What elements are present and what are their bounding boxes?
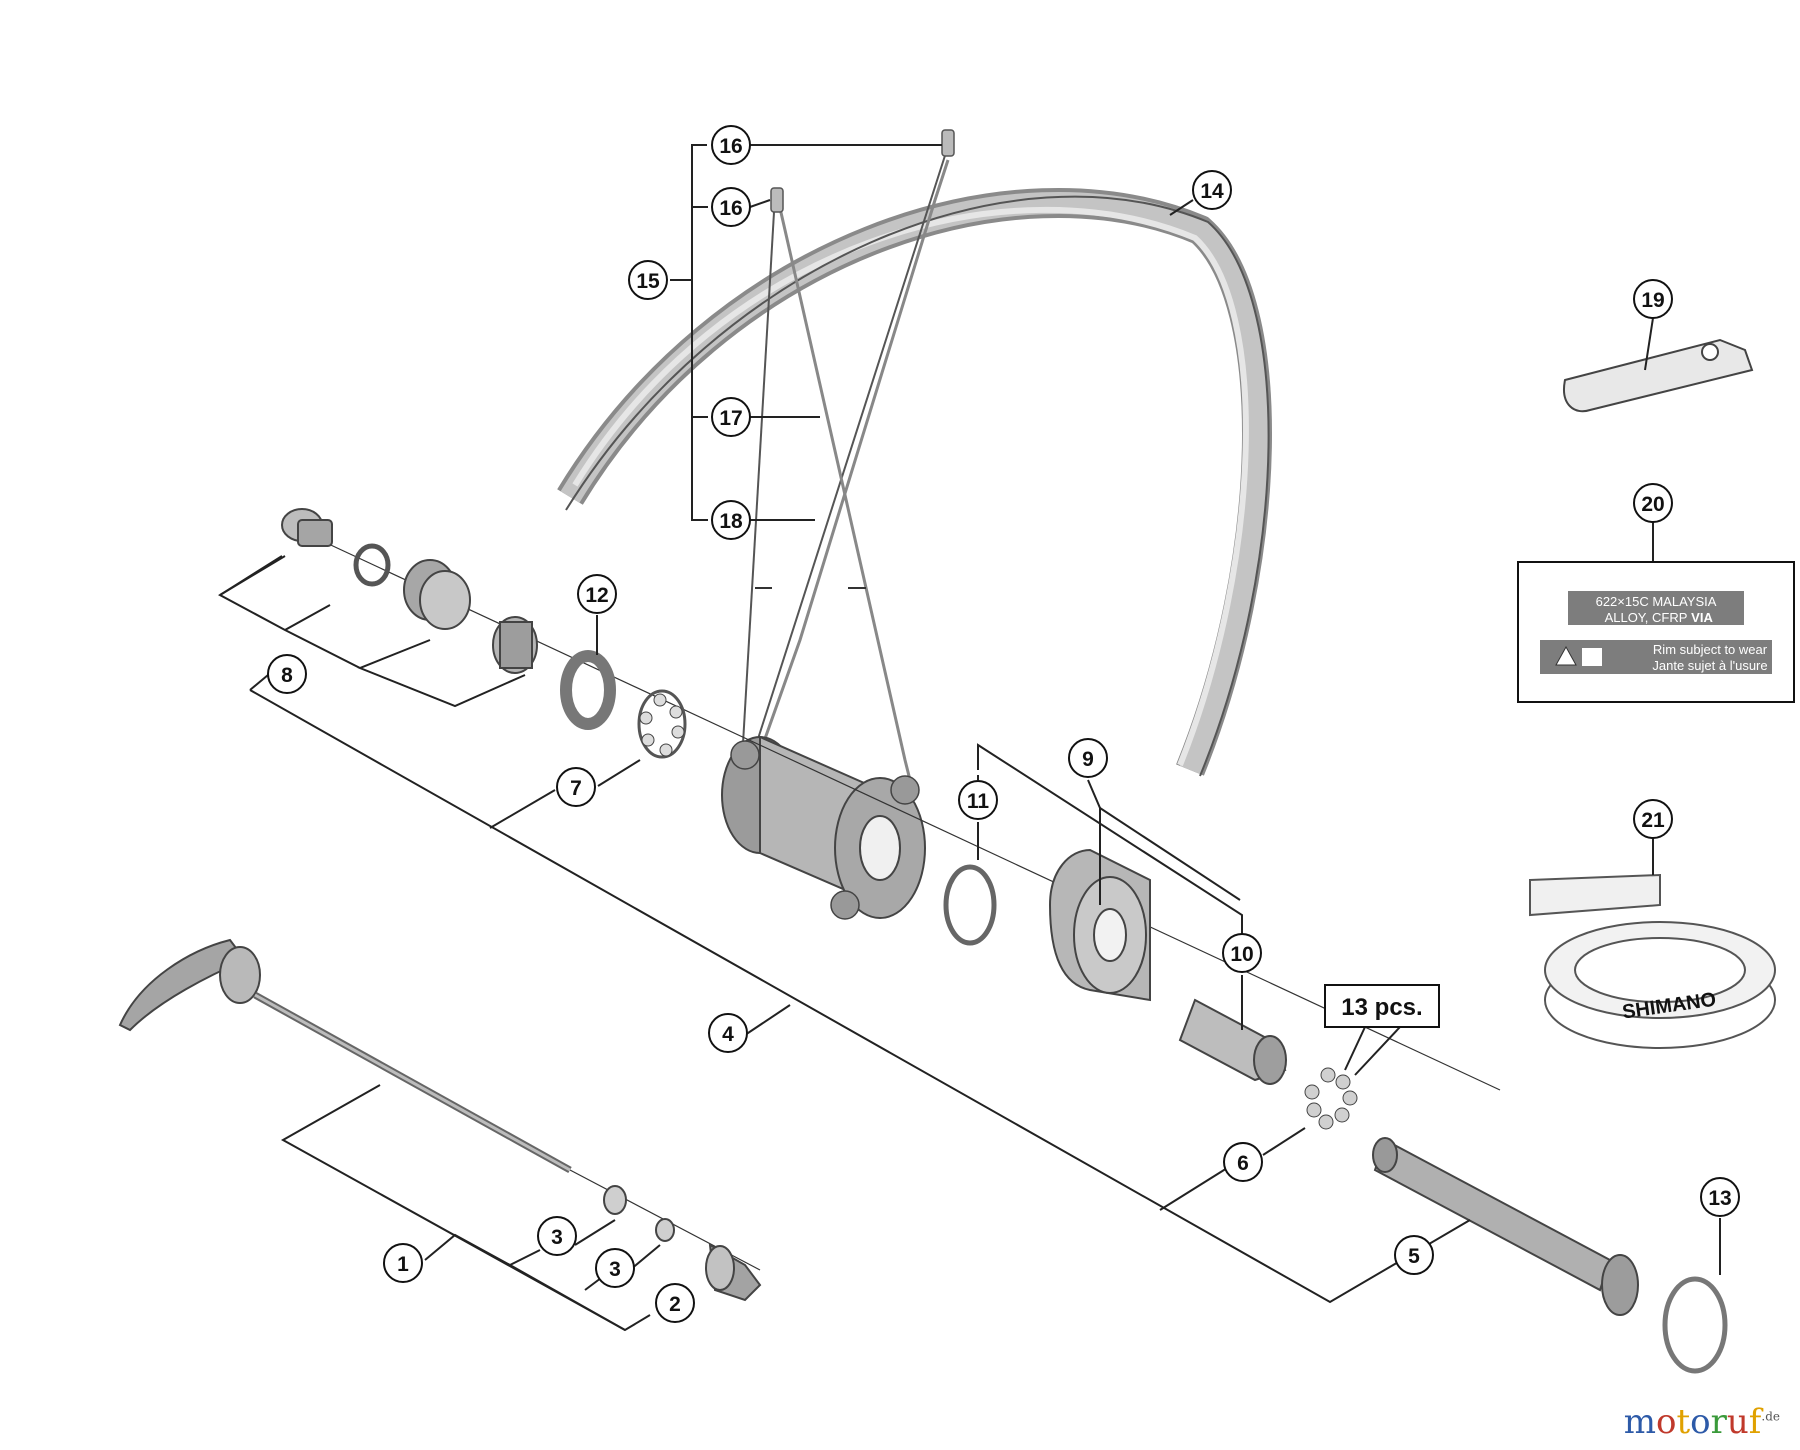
svg-text:2: 2: [669, 1293, 681, 1316]
callout-8: 8: [267, 654, 307, 694]
callout-15: 15: [628, 260, 668, 300]
bearing-retainer-part: [637, 689, 687, 759]
callout-3b: 3: [595, 1248, 635, 1288]
callout-1: 1: [383, 1243, 423, 1283]
svg-text:21: 21: [1641, 809, 1665, 832]
svg-text:18: 18: [719, 510, 743, 533]
svg-text:13: 13: [1708, 1187, 1731, 1210]
cone-part: [403, 559, 471, 630]
spring-part-a: [603, 1185, 627, 1215]
svg-text:11: 11: [967, 790, 990, 813]
callout-21: 21: [1633, 799, 1673, 839]
callout-20: 20: [1633, 483, 1673, 523]
rim-spec-line-1: 622×15C MALAYSIA: [1596, 594, 1717, 609]
svg-text:3: 3: [609, 1258, 621, 1281]
quantity-label: 13 pcs.: [1341, 994, 1422, 1021]
svg-text:15: 15: [636, 270, 660, 293]
watermark-letter: o: [1655, 1402, 1677, 1442]
callout-13: 13: [1700, 1177, 1740, 1217]
watermark-text: motoruf: [1624, 1402, 1762, 1442]
hub-axle-part: [1372, 1137, 1639, 1316]
watermark-logo: motoruf.de: [1624, 1402, 1780, 1442]
rim-spec-line-2-bold: VIA: [1691, 610, 1713, 625]
svg-text:9: 9: [1082, 748, 1094, 771]
svg-text:14: 14: [1200, 180, 1224, 203]
watermark-tld: .de: [1761, 1409, 1780, 1424]
svg-text:3: 3: [551, 1226, 563, 1249]
rim-warning-fr: Jante sujet à l'usure: [1652, 658, 1767, 673]
svg-text:20: 20: [1641, 493, 1664, 516]
callout-16b: 16: [711, 187, 751, 227]
svg-text:5: 5: [1408, 1245, 1420, 1268]
rim-warning-en: Rim subject to wear: [1653, 642, 1768, 657]
rim-tape-part: SHIMANO: [1529, 873, 1776, 1049]
svg-text:8: 8: [281, 664, 293, 687]
warning-triangle-icon: [1555, 645, 1577, 666]
spoke-wrench-part: [1563, 338, 1754, 413]
o-ring-part-11: [943, 864, 997, 946]
watermark-letter: t: [1676, 1402, 1691, 1442]
dust-cap-part-12: [560, 650, 616, 730]
svg-text:10: 10: [1230, 943, 1253, 966]
leader-lines: [218, 144, 1721, 1332]
callout-3a: 3: [537, 1216, 577, 1256]
rim-spec-line-2: ALLOY, CFRP: [1605, 610, 1688, 625]
spacer-washer-part: [353, 543, 391, 587]
callout-2: 2: [655, 1283, 695, 1323]
quick-release-skewer-part: [118, 938, 572, 1174]
callout-16a: 16: [711, 125, 751, 165]
spokes: [739, 129, 955, 801]
watermark-letter: o: [1690, 1402, 1711, 1442]
spring-part-b: [655, 1218, 675, 1242]
callout-5: 5: [1394, 1235, 1434, 1275]
svg-text:4: 4: [722, 1023, 734, 1046]
watermark-letter: f: [1748, 1402, 1762, 1442]
callout-11: 11: [958, 780, 998, 820]
callout-6: 6: [1223, 1142, 1263, 1182]
quantity-box: 13 pcs.: [1324, 984, 1440, 1028]
freehub-body-part: [1048, 848, 1151, 1002]
svg-text:16: 16: [719, 135, 742, 158]
adjusting-nut-part: [705, 1243, 762, 1302]
rim-label-sticker: 622×15C MALAYSIA ALLOY, CFRP VIA Rim sub…: [1517, 561, 1795, 703]
callout-14: 14: [1192, 170, 1232, 210]
callout-18: 18: [711, 500, 751, 540]
svg-text:16: 16: [719, 197, 742, 220]
rim-part: [557, 188, 1272, 777]
watermark-letter: u: [1726, 1402, 1749, 1442]
callout-17: 17: [711, 397, 751, 437]
callout-19: 19: [1633, 279, 1673, 319]
freehub-sleeve-part: [1178, 998, 1287, 1085]
threaded-cone-part: [492, 616, 538, 674]
callout-10: 10: [1222, 933, 1262, 973]
hub-body: [721, 735, 926, 920]
svg-text:12: 12: [585, 584, 608, 607]
lock-nut-part: [281, 508, 333, 547]
callout-12: 12: [577, 574, 617, 614]
svg-text:7: 7: [570, 777, 582, 800]
callout-9: 9: [1068, 738, 1108, 778]
svg-text:19: 19: [1641, 289, 1664, 312]
watermark-letter: m: [1623, 1402, 1656, 1442]
svg-text:6: 6: [1237, 1152, 1249, 1175]
watermark-letter: r: [1710, 1402, 1727, 1442]
ball-bearings-part: [1304, 1067, 1358, 1130]
callout-4: 4: [708, 1013, 748, 1053]
info-book-icon: [1582, 648, 1602, 666]
svg-text:1: 1: [397, 1253, 409, 1276]
callout-7: 7: [556, 767, 596, 807]
axle-ring-part-13: [1662, 1276, 1728, 1374]
svg-text:17: 17: [719, 407, 742, 430]
